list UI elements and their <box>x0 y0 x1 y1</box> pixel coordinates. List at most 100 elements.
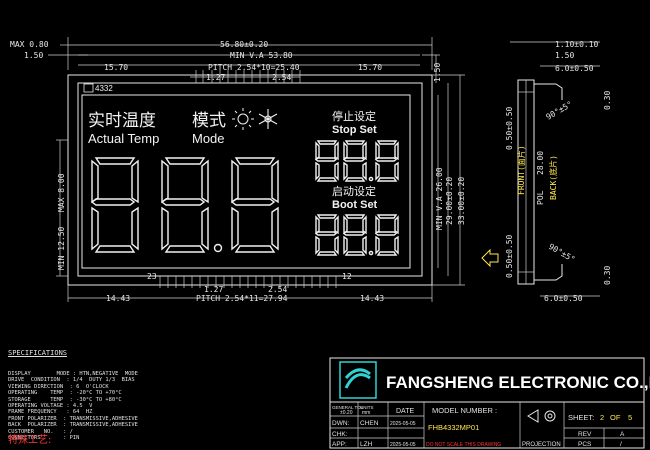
company-name: FANGSHENG ELECTRONIC CO.,LTD <box>386 373 650 392</box>
tb-dwn-label: DWN: <box>332 420 350 427</box>
dim-va-width: MIN V.A 53.80 <box>230 51 293 60</box>
lcd-model-tag: 4332 <box>95 84 113 93</box>
lcd-display-content: 4332 实时温度 Actual Temp 模式 Mode 停止设定 Stop … <box>83 83 399 256</box>
tb-date-label: DATE <box>396 408 414 415</box>
side-pol-value: 28.00 <box>536 151 545 175</box>
spec-line: OPERATING TEMP : -20°C TO +70°C <box>8 390 122 397</box>
spec-line: VIEWING DIRECTION : 6 O'CLOCK <box>8 383 109 390</box>
spec-line: OPERATING VOLTAGE : 4.5 V <box>8 403 93 410</box>
side-dim-top-2: 1.50 <box>555 51 574 60</box>
tb-rev-value: A <box>620 431 625 438</box>
right-dimensions: 1.50 MIN V.A 26.00 29.00±0.20 33.00±0.20 <box>422 54 466 286</box>
spec-line: BACK POLARIZER : TRANSMISSIVE,ADHESIVE <box>8 422 138 429</box>
tb-model-value: FHB4332MP01 <box>428 423 479 432</box>
lcd-boot-en: Boot Set <box>332 199 378 211</box>
dim-pin-pitch-a: 1.27 <box>206 73 225 82</box>
side-angle-top: 90°±5° <box>545 99 575 121</box>
dim-left-margin: 1.50 <box>24 51 43 60</box>
tb-tol-label: GENERAL TOL. <box>332 405 364 410</box>
spec-line: FRAME FREQUENCY : 64 HZ <box>8 409 93 416</box>
big-digit-2 <box>160 157 209 253</box>
left-dimensions: MAX 8.00 MIN 12.50 <box>56 139 68 277</box>
dim-pin-pitch-b: 2.54 <box>272 73 291 82</box>
side-dim-top-1: 1.10±0.10 <box>555 40 599 49</box>
model-tag-icon <box>83 83 94 93</box>
specifications-title: SPECIFICATIONS <box>8 348 68 357</box>
tb-sheet-num: 2 <box>600 413 604 422</box>
dim-pin-offset-2: 15.70 <box>358 63 382 72</box>
tb-app-value: LZH <box>360 441 373 448</box>
viewing-arrow-icon <box>481 248 499 268</box>
company-logo-icon <box>339 361 377 399</box>
tb-dwn-date: 2025-05-05 <box>390 421 416 427</box>
spec-line: DISPLAY MODE : HTN,NEGATIVE MODE <box>8 371 138 378</box>
dim-bottom-left: 14.43 <box>106 294 130 303</box>
projection-symbol-icon <box>527 409 556 423</box>
lcd-title-en: Actual Temp <box>88 131 159 146</box>
snowflake-icon <box>258 109 278 129</box>
big-digit-3 <box>230 157 279 253</box>
side-gap-side: 0.50±0.50 <box>505 106 514 150</box>
side-dim-top-3: 6.0±0.50 <box>555 64 594 73</box>
tb-sheet-of: OF <box>610 413 621 422</box>
decimal-point <box>213 243 223 253</box>
sun-icon <box>232 108 254 130</box>
side-angle-bottom: 90°±5° <box>547 242 577 264</box>
special-process-label: 特殊工艺: <box>8 435 52 446</box>
dim-min-1250: MIN 12.50 <box>57 226 66 270</box>
side-gap-side2: 0.50±0.50 <box>505 234 514 278</box>
dim-bottom-pitch-a: 1.27 <box>204 285 223 294</box>
lcd-stop-en: Stop Set <box>332 124 377 136</box>
boot-set-digits <box>314 214 399 256</box>
title-block: FANGSHENG ELECTRONIC CO.,LTD GENERAL TOL… <box>329 357 650 449</box>
lcd-mode-cn: 模式 <box>192 111 226 130</box>
spec-line: CONNECTORS : PIN <box>8 435 80 442</box>
spec-line: CUSTOMER NO. : / <box>8 428 73 435</box>
tb-warning: DO NOT SCALE THIS DRAWING <box>426 442 501 448</box>
dim-pitch-top: PITCH 2.54*10=25.40 <box>208 63 300 72</box>
stop-set-digits <box>314 140 399 182</box>
tb-projection: PROJECTION <box>522 442 561 448</box>
side-dim-bottom-1: 6.0±0.50 <box>544 294 583 303</box>
tb-pcs-value: / <box>620 441 622 448</box>
bottom-dimensions: 14.43 1.27 2.54 PITCH 2.54*11=27.94 14.4… <box>67 285 433 303</box>
dim-max-800: MAX 8.00 <box>57 173 66 212</box>
dim-overall-width: 56.80±0.20 <box>220 40 268 49</box>
tb-app-label: APP: <box>332 441 347 448</box>
spec-line: DRIVE CONDITION : 1/4 DUTY 1/3 BIAS <box>8 377 135 384</box>
side-pol-label: POL <box>536 190 545 205</box>
dim-max-thickness: MAX 0.80 <box>10 40 49 49</box>
side-front-label: FRONT(面片) <box>516 145 526 195</box>
big-digit-1 <box>90 157 139 253</box>
spec-line: STORAGE TEMP : -30°C TO +80°C <box>8 396 122 403</box>
tb-rev-label: REV <box>578 431 592 438</box>
tb-dwn-value: CHEN <box>360 420 379 427</box>
dim-bottom-pitch-b: 2.54 <box>268 285 287 294</box>
top-dimensions: MAX 0.80 56.80±0.20 1.50 MIN V.A 53.80 1… <box>10 37 433 82</box>
tb-sheet-total: 5 <box>628 413 632 422</box>
side-back-label: BACK(底片) <box>548 155 558 200</box>
lcd-boot-cn: 启动设定 <box>332 184 376 198</box>
lcd-mode-en: Mode <box>192 131 225 146</box>
dim-pin-offset-1: 15.70 <box>104 63 128 72</box>
lcd-outline: 23 12 <box>67 70 433 288</box>
lcd-stop-cn: 停止设定 <box>332 109 376 123</box>
tb-chk-label: CHK: <box>332 431 348 438</box>
pin-number-12: 12 <box>342 272 352 281</box>
pin-number-23: 23 <box>147 272 157 281</box>
spec-line: FRONT POLARIZER : TRANSMISSIVE,ADHESIVE <box>8 415 138 422</box>
dim-inner-height: 29.00±0.20 <box>445 177 454 225</box>
tb-model-label: MODEL NUMBER : <box>432 406 497 415</box>
specifications-block: SPECIFICATIONS DISPLAY MODE : HTN,NEGATI… <box>8 337 193 448</box>
tb-units-value: mm <box>362 410 370 416</box>
lcd-title-cn: 实时温度 <box>88 111 156 130</box>
dim-outer-height: 33.00±0.20 <box>457 177 466 225</box>
dim-bottom-pitch-total: PITCH 2.54*11=27.94 <box>196 294 288 303</box>
tb-pcs-label: PCS <box>578 441 592 448</box>
side-gap-top: 0.30 <box>603 91 612 110</box>
dim-right-margin: 1.50 <box>433 63 442 82</box>
tb-sheet-label: SHEET: <box>568 413 594 422</box>
side-view: 1.10±0.10 1.50 6.0±0.50 FRONT(面片) 28.00 … <box>481 40 612 303</box>
